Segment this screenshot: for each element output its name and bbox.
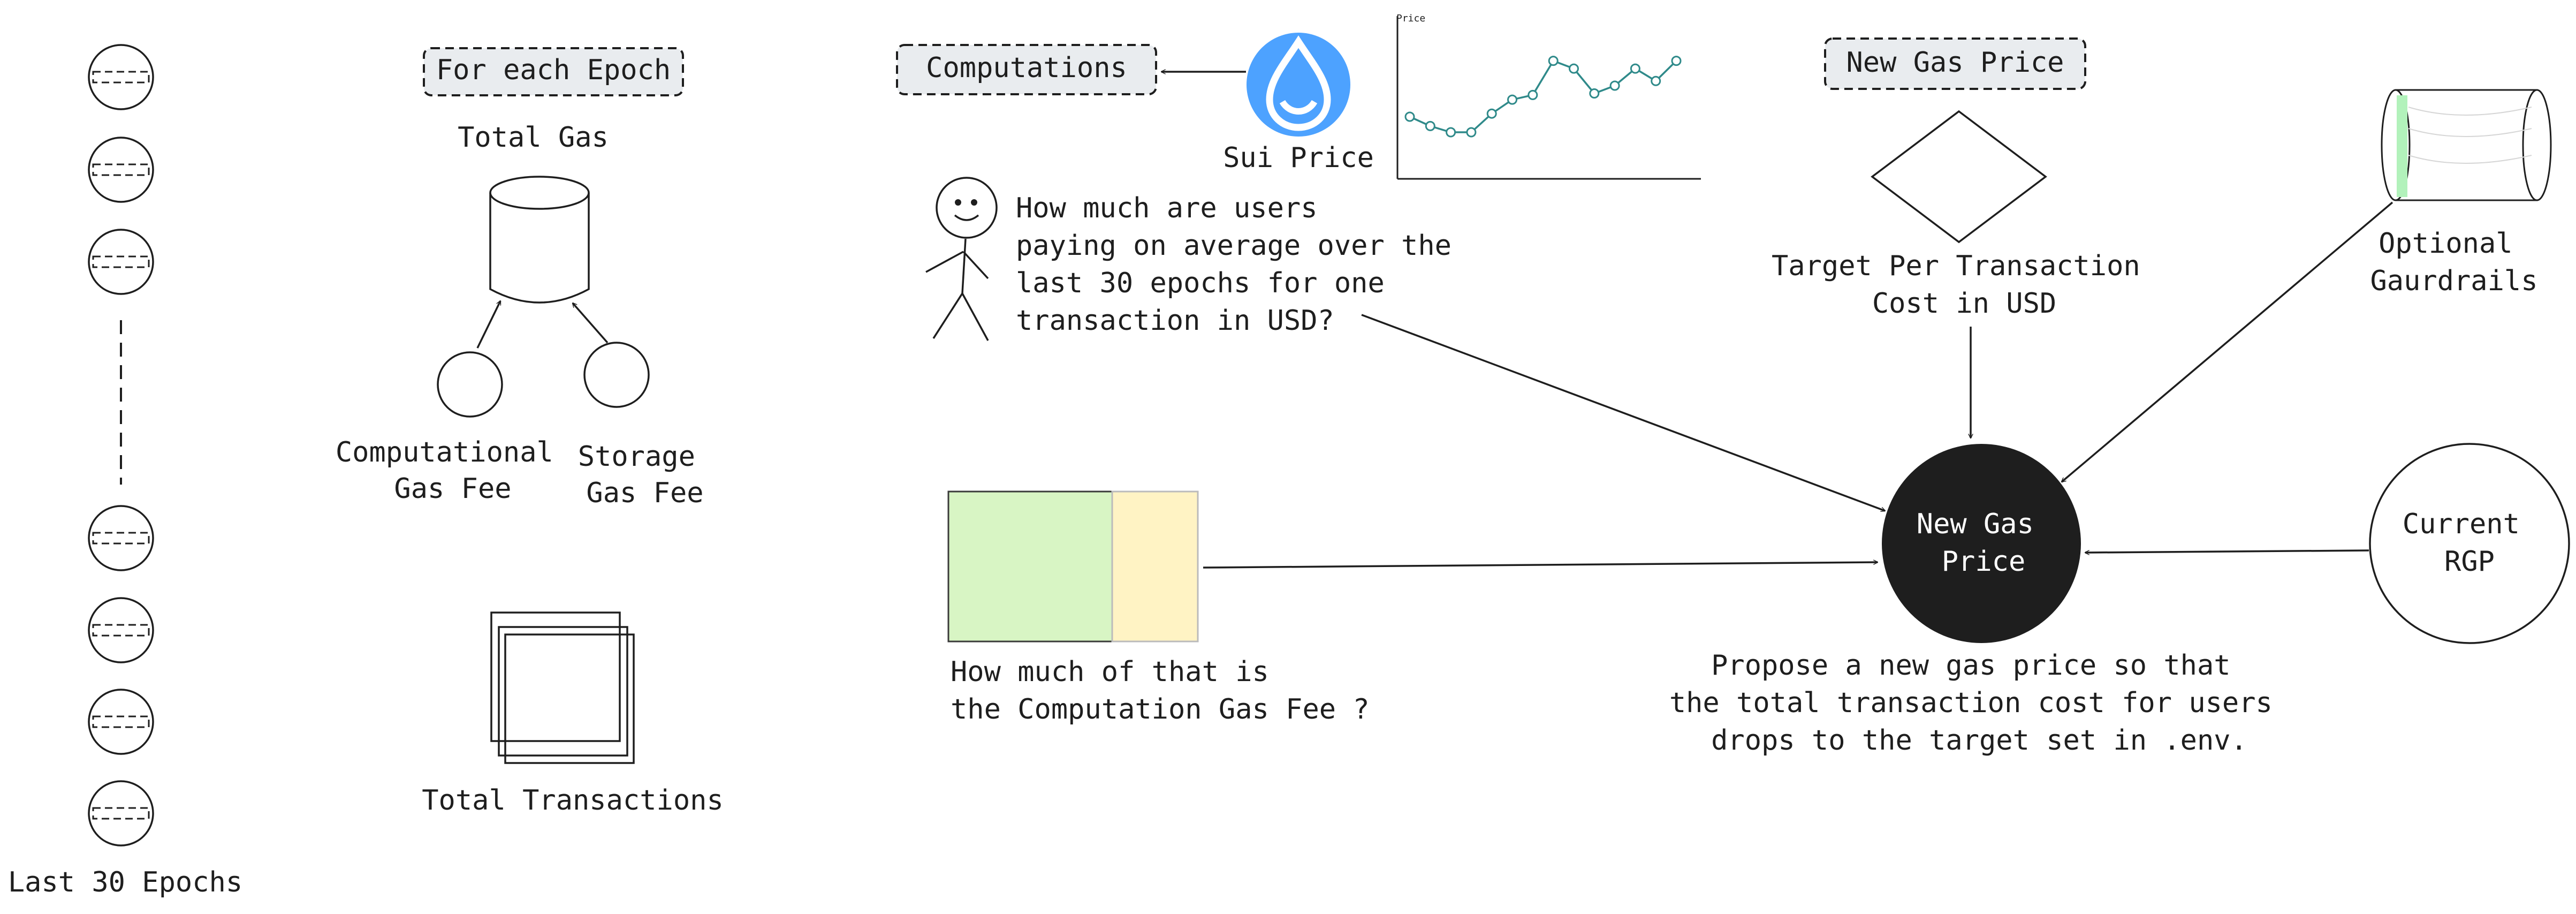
price-chart: Price <box>1396 13 1701 180</box>
epoch-node <box>88 689 154 755</box>
new-gas-price-block: New Gas Price Target Per Transaction Cos… <box>1203 37 2570 757</box>
target-cost-label: Target Per Transaction Cost in USD <box>1772 250 2157 320</box>
computation-fee-segment <box>947 490 1113 643</box>
fee-share-question: How much of that is the Computation Gas … <box>951 656 1370 726</box>
epoch-node <box>88 597 154 663</box>
guardrails-cylinder-icon <box>2381 89 2552 201</box>
total-transactions-label: Total Transactions <box>422 784 724 817</box>
for-each-epoch-label: For each Epoch <box>436 54 671 86</box>
user-figure-icon <box>925 177 998 341</box>
rgp-to-node-arrow <box>2085 549 2369 553</box>
epochs-column: Last 30 Epochs <box>8 44 242 898</box>
sui-price-label: Sui Price <box>1223 142 1374 174</box>
sui-logo-icon <box>1247 33 1350 137</box>
guardrails-to-node-arrow <box>2062 201 2393 482</box>
epoch-node <box>88 229 154 295</box>
chart-point <box>1548 56 1559 66</box>
computations-label: Computations <box>926 52 1127 84</box>
chart-point <box>1507 94 1517 105</box>
chart-point <box>1630 63 1640 74</box>
computations-block: Computations Sui Price Price <box>896 13 1701 726</box>
chart-point <box>1404 111 1415 122</box>
per-epoch-block: For each Epoch Total Gas Computational G… <box>336 47 724 817</box>
chart-points <box>1404 56 1682 138</box>
current-rgp-node <box>2369 443 2570 644</box>
new-gas-price-node-label: New Gas Price <box>1917 508 2050 578</box>
epoch-node <box>88 137 154 203</box>
chart-point <box>1486 108 1497 119</box>
current-rgp-label: Current RGP <box>2403 508 2536 578</box>
chart-point <box>1569 63 1579 74</box>
new-gas-price-tag-label: New Gas Price <box>1846 47 2064 79</box>
question-to-node-arrow <box>1361 314 1885 511</box>
computations-tag <box>896 44 1157 95</box>
computational-fee-node <box>437 351 503 418</box>
epoch-node <box>88 505 154 571</box>
chart-point <box>1446 127 1456 138</box>
epochs-label: Last 30 Epochs <box>8 866 242 898</box>
transactions-stack-icon <box>490 611 635 764</box>
chart-title: Price <box>1396 13 1425 24</box>
new-gas-price-node <box>1882 444 2081 643</box>
chart-point <box>1425 120 1435 131</box>
storage-fee-label: Storage Gas Fee <box>578 441 712 509</box>
chart-point <box>1528 89 1538 100</box>
storage-fee-node <box>583 342 650 408</box>
guardrails-label: Optional Gaurdrails <box>2370 228 2537 297</box>
new-gas-price-tag <box>1824 37 2086 90</box>
chart-point <box>1609 80 1620 91</box>
proposal-text: Propose a new gas price so that the tota… <box>1669 649 2289 757</box>
comp-fee-arrow <box>476 301 501 349</box>
avg-cost-question: How much are users paying on average ove… <box>1016 192 1468 337</box>
epoch-node <box>88 44 154 110</box>
chart-point <box>1651 75 1661 86</box>
total-gas-label: Total Gas <box>458 122 609 154</box>
bar-to-node-arrow <box>1203 562 1878 569</box>
storage-fee-arrow <box>573 303 609 344</box>
computational-fee-label: Computational Gas Fee <box>336 436 570 505</box>
chart-point <box>1466 127 1477 138</box>
epoch-node <box>88 780 154 847</box>
chart-point <box>1589 88 1600 99</box>
fee-share-bar <box>947 490 1199 643</box>
for-each-epoch-tag <box>423 47 684 96</box>
target-cost-diamond <box>1871 110 2047 244</box>
total-gas-cylinder-icon <box>489 176 590 304</box>
chart-point <box>1671 56 1682 66</box>
storage-fee-segment <box>1111 490 1199 643</box>
